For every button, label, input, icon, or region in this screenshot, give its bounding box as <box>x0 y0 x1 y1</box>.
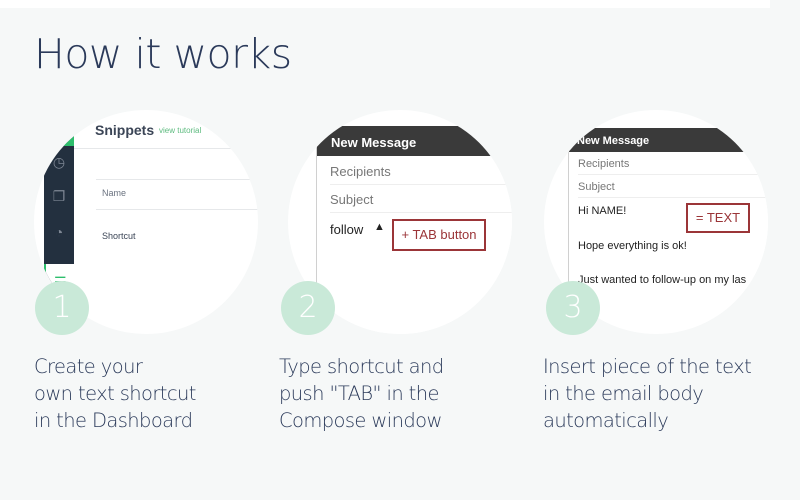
step-2-illustration: New Message Recipients Subject follow ▲ … <box>288 110 512 334</box>
email-body-line: Hi NAME! <box>578 205 627 217</box>
divider <box>578 174 768 175</box>
clock-icon: ◔ <box>54 224 64 240</box>
divider <box>330 212 512 213</box>
description-line: Compose window <box>279 409 442 432</box>
divider <box>96 209 258 210</box>
dashboard-icon: ◷ <box>52 154 66 170</box>
snippets-header: Snippets <box>95 122 155 138</box>
shortcut-field-label: Shortcut <box>102 231 136 241</box>
description-line: in the Dashboard <box>34 409 193 432</box>
sidebar-accent <box>44 132 74 146</box>
description-line: automatically <box>543 409 669 432</box>
description-line: Insert piece of the text <box>543 355 752 378</box>
page-title: How it works <box>34 30 292 78</box>
top-strip <box>0 0 770 8</box>
step-1-number: 1 <box>35 281 89 335</box>
subject-field: Subject <box>578 181 615 193</box>
name-field-label: Name <box>102 188 127 198</box>
step-2-number: 2 <box>281 281 335 335</box>
step-3-description: Insert piece of the text in the email bo… <box>543 353 752 434</box>
description-line: Type shortcut and <box>279 355 444 378</box>
description-line: in the email body <box>543 382 704 405</box>
recipients-field: Recipients <box>330 164 391 179</box>
typed-shortcut: follow <box>330 222 364 237</box>
subject-field: Subject <box>330 192 374 207</box>
divider <box>74 148 258 149</box>
step-1-description: Create your own text shortcut in the Das… <box>34 353 196 434</box>
email-body-line: Hope everything is ok! <box>578 240 687 252</box>
divider <box>330 184 512 185</box>
text-callout: = TEXT <box>686 203 750 233</box>
step-2-description: Type shortcut and push "TAB" in the Comp… <box>279 353 444 434</box>
email-body-line: Just wanted to follow-up on my las <box>578 274 747 286</box>
copy-icon: ❐ <box>52 188 66 204</box>
compose-header: New Message <box>569 128 745 152</box>
divider <box>96 179 258 180</box>
divider <box>578 197 768 198</box>
cursor-icon: ▲ <box>374 221 385 233</box>
recipients-field: Recipients <box>578 158 630 170</box>
view-tutorial-link: view tutorial <box>159 126 202 135</box>
description-line: Create your <box>34 355 143 378</box>
compose-header: New Message <box>317 126 495 156</box>
description-line: own text shortcut <box>34 382 196 405</box>
compose-window: New Message Recipients Subject Hi NAME! … <box>568 128 768 328</box>
step-3-number: 3 <box>546 281 600 335</box>
tab-button-callout: + TAB button <box>392 219 486 251</box>
step-3-illustration: New Message Recipients Subject Hi NAME! … <box>544 110 768 334</box>
description-line: push "TAB" in the <box>279 382 439 405</box>
